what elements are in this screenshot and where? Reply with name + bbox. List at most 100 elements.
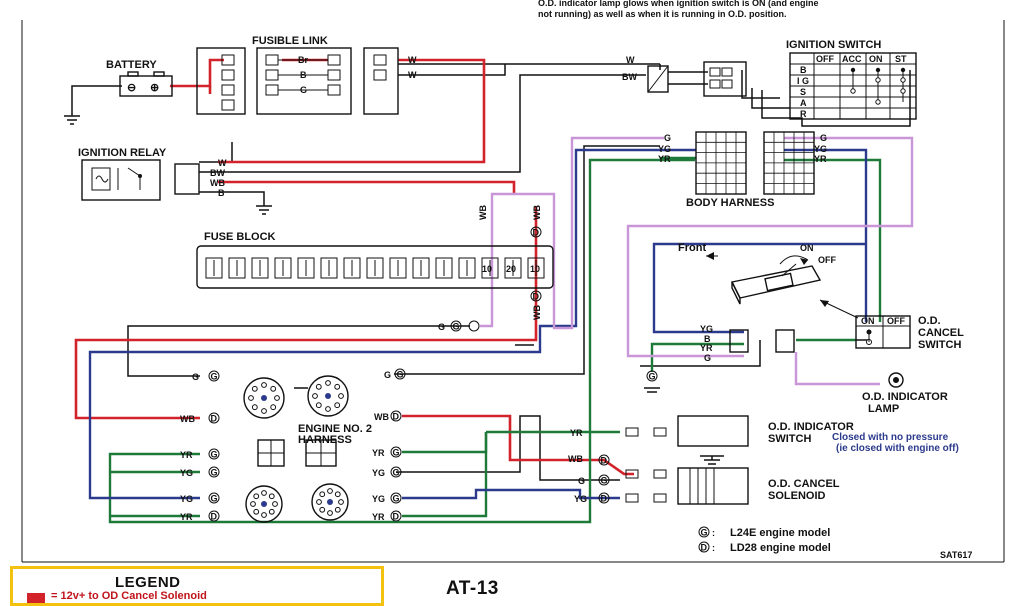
od-indicator-switch: YR O.D. INDICATOR SWITCH Closed with no … (570, 415, 959, 454)
legend-swatch (27, 593, 45, 603)
svg-text:WB: WB (374, 412, 389, 422)
svg-text:YR: YR (180, 450, 193, 460)
svg-text:D: D (601, 494, 608, 504)
svg-text:YR: YR (372, 448, 385, 458)
svg-text:G: G (649, 372, 656, 382)
svg-text:YG: YG (180, 468, 193, 478)
svg-text:YG: YG (814, 144, 827, 154)
page-number: AT-13 (446, 578, 499, 599)
svg-text:D: D (533, 292, 540, 302)
legend-box: LEGEND = 12v+ to OD Cancel Solenoid (10, 566, 384, 606)
svg-text:YR: YR (372, 512, 385, 522)
svg-text:B: B (300, 70, 307, 80)
svg-text:W: W (626, 55, 635, 65)
front-label: Front (678, 242, 706, 254)
blue-wires (88, 148, 868, 500)
ignition-relay-label: IGNITION RELAY (78, 147, 167, 159)
svg-text:O.D. CANCEL: O.D. CANCEL (768, 478, 840, 490)
svg-text:G: G (601, 476, 608, 486)
svg-text:B: B (704, 334, 711, 344)
engine-wire-labels: G G WB D YR G YG G YG G YR D (372, 368, 406, 522)
body-harness-grid (696, 132, 814, 194)
svg-text:D: D (601, 456, 608, 466)
fuse-slot (297, 257, 315, 279)
svg-text:CANCEL: CANCEL (918, 327, 964, 339)
svg-text:G: G (701, 528, 708, 538)
fuse-slot (274, 257, 292, 279)
fusible-link-label: FUSIBLE LINK (252, 35, 328, 47)
svg-text:BW: BW (210, 168, 225, 178)
fuse-row (205, 257, 545, 279)
body-harness-label: BODY HARNESS (686, 197, 774, 209)
fuse-slot (205, 257, 223, 279)
on-direction-label: ON (800, 243, 814, 253)
ignition-relay: IGNITION RELAY W BW WB B (78, 147, 227, 201)
od-indicator-lamp: O.D. INDICATOR LAMP (862, 372, 948, 415)
svg-text:B: B (800, 65, 807, 75)
svg-text:O.D. INDICATOR: O.D. INDICATOR (768, 421, 854, 433)
fuse-block-label: FUSE BLOCK (204, 231, 276, 243)
fuse-block: FUSE BLOCK 10 20 10 WB WB WB D D (196, 205, 554, 320)
ignition-switch-label: IGNITION SWITCH (786, 39, 881, 51)
svg-text:W: W (408, 70, 417, 80)
svg-text:OFF: OFF (816, 54, 834, 64)
svg-text:D: D (393, 412, 400, 422)
svg-text:10: 10 (482, 264, 492, 274)
svg-text:WB: WB (532, 305, 542, 320)
svg-text:G: G (453, 322, 460, 332)
svg-text:LD28 engine model: LD28 engine model (730, 542, 831, 554)
fuse-slot (228, 257, 246, 279)
battery-label: BATTERY (106, 59, 157, 71)
svg-text:Br: Br (298, 55, 308, 65)
svg-text:SWITCH: SWITCH (768, 433, 811, 445)
svg-text:G: G (384, 370, 391, 380)
svg-text:YR: YR (814, 154, 827, 164)
svg-text:WB: WB (568, 454, 583, 464)
fuse-slot (412, 257, 430, 279)
svg-text:SWITCH: SWITCH (918, 339, 961, 351)
svg-text:10: 10 (530, 264, 540, 274)
svg-text::: : (712, 543, 715, 553)
svg-text:G: G (664, 133, 671, 143)
fuse-slot (458, 257, 476, 279)
svg-text:I G: I G (797, 76, 809, 86)
fuse-slot (343, 257, 361, 279)
svg-text:YR: YR (658, 154, 671, 164)
red-wires (74, 58, 634, 476)
od-cancel-switch-area: Front ON OFF ON OFF O.D. CANCEL SWITCH Y… (644, 242, 964, 393)
svg-text:D: D (211, 414, 218, 424)
figure-code: SAT617 (940, 550, 972, 560)
legend-title: LEGEND (115, 574, 181, 591)
model-notes: G : L24E engine model D : LD28 engine mo… (698, 526, 972, 560)
svg-text:D: D (533, 228, 540, 238)
battery: BATTERY ⊖ ⊕ (106, 59, 173, 97)
svg-text:⊖: ⊖ (127, 82, 136, 94)
svg-text:YR: YR (570, 428, 583, 438)
svg-text:G: G (211, 450, 218, 460)
body-harness: BODY HARNESS G YG YR G YG YR (658, 131, 827, 209)
header-note-line2: not running) as well as when it is runni… (538, 9, 787, 19)
svg-text:YG: YG (700, 324, 713, 334)
svg-text::: : (712, 528, 715, 538)
svg-text:O.D.: O.D. (918, 315, 941, 327)
svg-text:G: G (397, 370, 404, 380)
svg-text:Closed with no pressure: Closed with no pressure (832, 432, 949, 443)
fuse-slot (481, 257, 499, 279)
svg-text:YG: YG (372, 468, 385, 478)
off-direction-label: OFF (818, 255, 836, 265)
svg-text:G: G (211, 372, 218, 382)
svg-text:WB: WB (180, 414, 195, 424)
svg-text:WB: WB (210, 178, 225, 188)
svg-text:YG: YG (658, 144, 671, 154)
svg-text:ON: ON (861, 316, 875, 326)
svg-text:(ie closed with engine off): (ie closed with engine off) (836, 443, 959, 454)
svg-text:WB: WB (532, 205, 542, 220)
svg-text:G: G (820, 133, 827, 143)
svg-text:G: G (211, 494, 218, 504)
black-wires (64, 63, 911, 481)
fuse-slot (366, 257, 384, 279)
svg-text:G: G (393, 448, 400, 458)
fusible-link: FUSIBLE LINK Br B G W W (196, 35, 417, 115)
